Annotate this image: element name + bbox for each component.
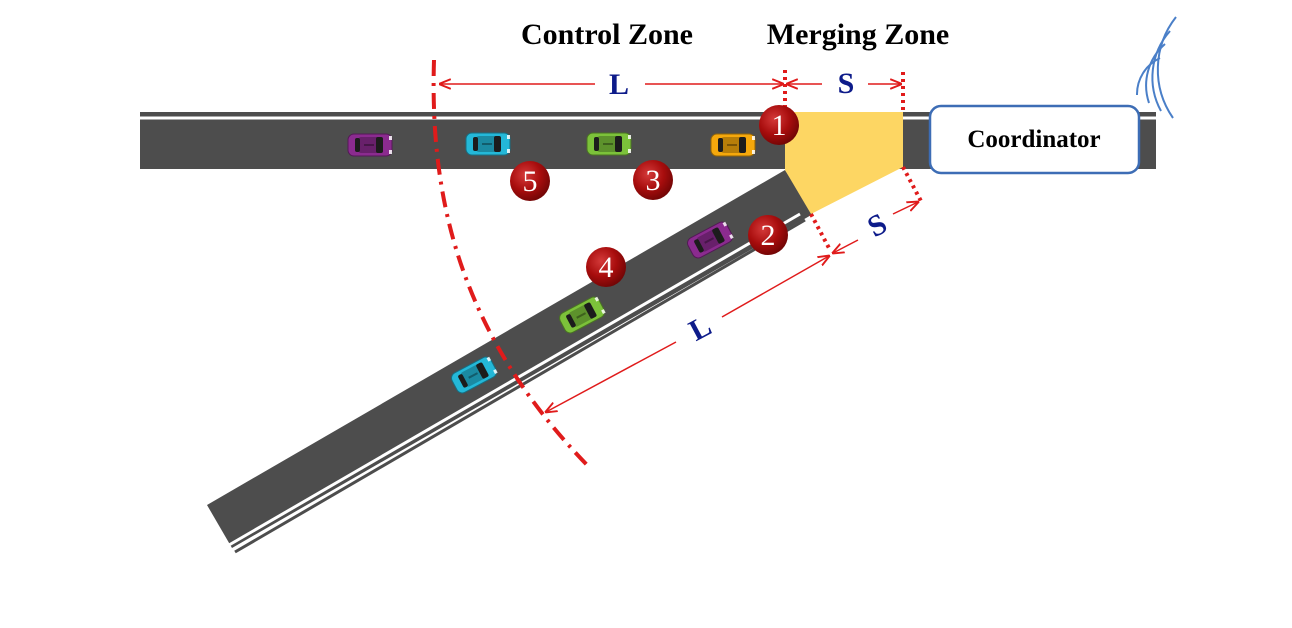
vehicle-3 [586, 132, 632, 156]
badge-circle [633, 160, 673, 200]
main-merging-length-label: S [838, 67, 855, 100]
badge-circle [586, 247, 626, 287]
vehicle-unnumbered-main [347, 133, 393, 157]
vehicle-badge-3: 3 [633, 160, 673, 200]
control-zone-boundary [431, 59, 592, 470]
badge-circle [510, 161, 550, 201]
dimension-arrows [440, 84, 918, 412]
vehicle-badges: 1 2 3 4 5 [510, 105, 799, 287]
vehicle-5 [465, 132, 511, 156]
main-control-length-label: L [609, 68, 629, 101]
coordinator-label: Coordinator [967, 126, 1100, 153]
ramp-merging-length-label: S [862, 207, 892, 244]
wireless-signal-icon [1135, 16, 1177, 119]
control-zone-title: Control Zone [521, 18, 693, 51]
vehicle-badge-5: 5 [510, 161, 550, 201]
vehicles [347, 132, 756, 394]
ramp-control-length-label: L [684, 309, 717, 348]
badge-number: 1 [772, 109, 787, 142]
vehicle-2 [687, 221, 734, 259]
vehicle-unnumbered-ramp [451, 356, 498, 394]
vehicle-badge-2: 2 [748, 215, 788, 255]
badge-number: 2 [761, 219, 776, 252]
merging-zone-area [785, 112, 903, 214]
vehicle-4 [559, 296, 606, 334]
coordinator-box: Coordinator [928, 104, 1141, 175]
badge-circle [759, 105, 799, 145]
vehicle-badge-4: 4 [586, 247, 626, 287]
badge-number: 5 [523, 165, 538, 198]
badge-number: 4 [599, 251, 614, 284]
badge-circle [748, 215, 788, 255]
badge-number: 3 [646, 164, 661, 197]
merging-zone-title: Merging Zone [767, 18, 949, 51]
merging-zone-boundaries [783, 70, 924, 251]
vehicle-1 [710, 133, 756, 157]
vehicle-badge-1: 1 [759, 105, 799, 145]
